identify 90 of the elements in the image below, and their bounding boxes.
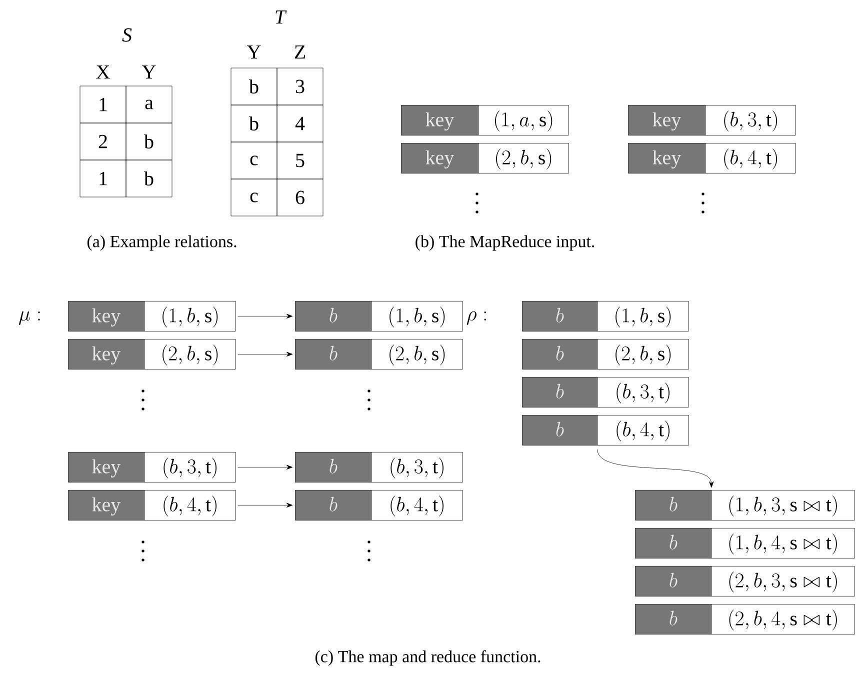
node-label: $\mathrm{key}$ <box>652 112 682 131</box>
arrow <box>286 502 293 508</box>
node-label: $b$ <box>670 610 678 626</box>
arrow <box>286 314 293 319</box>
record-box: $b$ $(b, 4, \textsc{t})$ <box>295 490 463 520</box>
node-label: $b$ <box>670 496 678 512</box>
column-header: Y <box>142 65 156 79</box>
table-cell: 1 <box>80 86 126 124</box>
node-label: $(b, 4, \textsc{t})$ <box>390 496 444 516</box>
record-box: $b$ $(2, b, 4, \textsc{s} \bowtie \textsc{t})$ <box>635 604 855 634</box>
caption: (b) The MapReduce input. <box>416 235 594 251</box>
column-header: Z <box>294 45 306 59</box>
function-label: $\mu :$ <box>19 311 40 325</box>
table-cell: c <box>230 142 278 180</box>
record-box: $b$ $(b, 3, \textsc{t})$ <box>522 377 689 408</box>
node-label: $(b, 4, \textsc{t})$ <box>616 420 670 442</box>
node-label: $(b, 3, \textsc{t})$ <box>390 458 444 478</box>
relation-name: T <box>276 10 287 24</box>
caption: (c) The map and reduce function. <box>315 650 540 666</box>
node-label: $\mathrm{key}$ <box>92 497 121 516</box>
arrow <box>286 352 293 357</box>
record-box: $b$ $(1, b, \textsc{s})$ <box>522 301 689 332</box>
node-label: $\mathrm{key}$ <box>92 308 121 327</box>
arrow <box>286 464 293 470</box>
node-label: $(b, 3, \textsc{t})$ <box>164 458 217 478</box>
table-cell: b <box>230 68 278 106</box>
node-label: $b$ <box>330 308 338 322</box>
node-label: $b$ <box>330 496 338 512</box>
record-box: $b$ $(2, b, \textsc{s})$ <box>522 339 689 370</box>
record-box: $\mathrm{key}$ $(b, 4, \textsc{t})$ <box>628 143 796 174</box>
node-label: $b$ <box>556 308 564 322</box>
node-label: $b$ <box>330 346 338 360</box>
table-cell: 3 <box>276 68 324 106</box>
node-label: $(1, b, \textsc{s})$ <box>390 306 445 328</box>
node-label: $(1, b, \textsc{s})$ <box>162 306 218 328</box>
node-label: $(2, b, 4, \textsc{s} \bowtie \textsc{t})$ <box>729 610 837 630</box>
record-box: $b$ $(1, b, 4, \textsc{s} \bowtie \textsc{t})$ <box>635 528 855 558</box>
node-label: $(1, b, 4, \textsc{s} \bowtie \textsc{t})$ <box>729 534 837 554</box>
node-label: $b$ <box>556 384 564 398</box>
node-label: $\mathrm{key}$ <box>652 150 682 169</box>
record-box: $b$ $(1, b, \textsc{s})$ <box>295 301 463 332</box>
node-label: $b$ <box>670 572 678 588</box>
node-label: $(1, b, \textsc{s})$ <box>616 306 671 328</box>
node-label: $b$ <box>330 458 338 474</box>
column-header: Y <box>247 45 261 59</box>
node-label: $(2, b, \textsc{s})$ <box>162 344 218 366</box>
node-label: $(1, b, 3, \textsc{s} \bowtie \textsc{t})$ <box>729 496 837 516</box>
record-box: $\mathrm{key}$ $(2, b, \textsc{s})$ <box>68 339 236 370</box>
table-cell: 4 <box>276 104 324 142</box>
node-label: $\mathrm{key}$ <box>92 459 121 478</box>
record-box: $b$ $(2, b, 3, \textsc{s} \bowtie \textsc{t})$ <box>635 566 855 596</box>
node-label: $(b, 4, \textsc{t})$ <box>164 496 217 516</box>
function-label: $\rho :$ <box>466 311 486 325</box>
node-label: $b$ <box>670 534 678 550</box>
table-cell: 5 <box>276 142 324 180</box>
node-label: $(1, a, \textsc{s})$ <box>495 110 552 132</box>
table-cell: b <box>230 104 278 142</box>
node-label: $\mathrm{key}$ <box>426 150 454 169</box>
caption: (a) Example relations. <box>87 235 236 251</box>
column-header: X <box>96 65 110 79</box>
node-label: $(b, 3, \textsc{t})$ <box>616 382 670 404</box>
node-label: $\mathrm{key}$ <box>426 112 454 131</box>
node-label: $b$ <box>556 422 564 436</box>
record-box: $\mathrm{key}$ $(2, b, \textsc{s})$ <box>401 143 569 174</box>
record-box: $\mathrm{key}$ $(1, a, \textsc{s})$ <box>401 105 569 136</box>
relation-name: S <box>122 28 132 42</box>
table-cell: b <box>126 122 172 160</box>
node-label: $(b, 3, \textsc{t})$ <box>724 110 778 132</box>
arrow <box>597 449 714 488</box>
node-label: $(2, b, \textsc{s})$ <box>496 148 552 170</box>
table-cell: 1 <box>80 160 126 198</box>
node-label: $b$ <box>556 346 564 360</box>
record-box: $\mathrm{key}$ $(b, 3, \textsc{t})$ <box>628 105 796 136</box>
table-cell: b <box>126 160 172 198</box>
record-box: $b$ $(1, b, 3, \textsc{s} \bowtie \textsc{t})$ <box>635 490 855 520</box>
table-cell: a <box>126 86 172 124</box>
record-box: $b$ $(b, 3, \textsc{t})$ <box>295 452 463 482</box>
record-box: $b$ $(2, b, \textsc{s})$ <box>295 339 463 370</box>
table-cell: 2 <box>80 122 126 160</box>
node-label: $(2, b, \textsc{s})$ <box>616 344 671 366</box>
record-box: $b$ $(b, 4, \textsc{t})$ <box>522 415 689 446</box>
node-label: $(2, b, 3, \textsc{s} \bowtie \textsc{t})$ <box>729 572 837 592</box>
table-cell: 6 <box>276 178 324 216</box>
node-label: $\mathrm{key}$ <box>92 346 121 365</box>
node-label: $(2, b, \textsc{s})$ <box>390 344 445 366</box>
record-box: $\mathrm{key}$ $(b, 3, \textsc{t})$ <box>68 452 236 482</box>
record-box: $\mathrm{key}$ $(b, 4, \textsc{t})$ <box>68 490 236 520</box>
node-label: $(b, 4, \textsc{t})$ <box>724 148 778 170</box>
table-cell: c <box>230 178 278 216</box>
record-box: $\mathrm{key}$ $(1, b, \textsc{s})$ <box>68 301 236 332</box>
